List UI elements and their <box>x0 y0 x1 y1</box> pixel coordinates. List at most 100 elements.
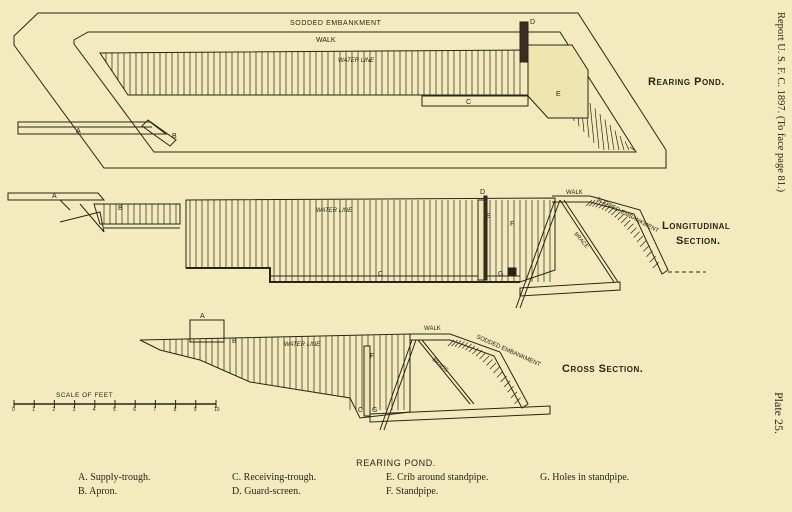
long-supply-trough <box>7 192 106 201</box>
cross-marker-f: F <box>370 353 374 360</box>
long-brace <box>515 199 619 309</box>
cross-embank-hatch-line <box>482 355 490 363</box>
long-marker-d: D <box>480 189 485 196</box>
cross-title: Cross Section. <box>562 363 644 375</box>
longitudinal-view <box>7 192 706 309</box>
scale-ticks <box>13 400 217 408</box>
plan-bank-hatch-line <box>609 124 615 151</box>
legend-item-f: F. Standpipe. <box>386 486 439 497</box>
plan-walk-label: Walk <box>316 37 336 44</box>
scale-label: Scale of Feet <box>56 392 113 399</box>
cross-embank-hatch-line <box>458 341 465 348</box>
long-embank-hatch-line <box>588 199 596 207</box>
long-embank-hatch-line <box>595 201 602 208</box>
plan-marker-d: D <box>530 19 535 26</box>
plan-bank-hatch-line <box>594 108 600 149</box>
long-embank-hatch-line <box>620 216 628 224</box>
cross-embank-hatch-line <box>475 349 483 357</box>
long-title-line1: Longitudinal <box>662 220 731 232</box>
cross-view <box>139 319 551 431</box>
long-embank-hatch-line <box>614 211 621 218</box>
long-ground-line <box>8 199 180 229</box>
long-embank-hatch-line <box>646 250 653 257</box>
cross-brace-label: Brace <box>431 357 450 374</box>
side-note: Report U. S. F. C. 1897. (To face page 8… <box>775 12 786 193</box>
long-embank-hatch-line <box>585 199 593 207</box>
scale-tick-label: 4 <box>93 407 96 413</box>
long-hole-g <box>507 267 517 277</box>
plan-view <box>13 12 667 169</box>
plan-bank-hatch-line <box>599 113 605 151</box>
cross-embank-hatch-line <box>493 366 500 374</box>
scale-tick-label: 2 <box>52 407 55 413</box>
long-walk-label: Walk <box>566 190 583 196</box>
plan-bank-hatch-line <box>604 119 610 151</box>
plan-marker-b: B <box>172 133 177 140</box>
cross-embank-hatch-line <box>489 362 497 370</box>
cross-embank-hatch-line <box>486 359 493 366</box>
long-embank-hatch-line <box>630 227 637 234</box>
scale-tick-label: 9 <box>194 407 197 413</box>
long-supply-support <box>59 203 105 233</box>
cross-marker-a: A <box>200 313 205 320</box>
cross-brace <box>379 339 475 431</box>
cross-embank-hatch-line <box>451 339 458 347</box>
long-walk <box>552 195 669 275</box>
cross-supply-trough <box>189 319 225 343</box>
plan-bank-hatch-line <box>619 135 625 151</box>
legend-item-a: A. Supply-trough. <box>78 472 151 483</box>
long-base-beam <box>519 281 621 297</box>
cross-marker-c: C <box>358 407 363 414</box>
plan-bank-hatch-line <box>624 141 630 151</box>
caption-title: Rearing Pond. <box>356 458 436 468</box>
plate-number: Plate 25. <box>772 392 786 434</box>
cross-marker-g: G <box>372 407 377 414</box>
cross-embank-hatch-line <box>472 347 479 355</box>
long-water-line-label: Water Line <box>316 208 353 214</box>
scale-tick-label: 0 <box>12 407 15 413</box>
scale-tick-label: 7 <box>153 407 156 413</box>
cross-embank-hatch-line <box>514 397 521 405</box>
plan-receiving-trough <box>421 95 529 107</box>
long-embank-hatch-line <box>601 203 609 210</box>
long-embank-hatch-line <box>608 206 615 214</box>
cross-water-line-label: Water Line <box>284 342 321 348</box>
long-water-hatch <box>103 200 551 282</box>
cross-standpipe <box>363 345 371 417</box>
long-embank-hatch-line <box>627 223 634 230</box>
scale-tick-label: 1 <box>32 407 35 413</box>
long-marker-b: B <box>118 205 123 212</box>
legend-item-d: D. Guard-screen. <box>232 486 301 497</box>
cross-walk <box>410 333 529 409</box>
legend-item-g: G. Holes in standpipe. <box>540 472 630 483</box>
long-embankment-label: Sodded Embankment <box>595 196 660 234</box>
cross-embank-hatch-line <box>500 375 507 383</box>
plan-walk-outline <box>73 31 637 153</box>
cross-embank-hatch-line <box>468 345 476 353</box>
long-embank-hatch-line <box>623 219 631 227</box>
long-embank-hatch-line <box>633 231 640 238</box>
long-standpipe <box>477 199 485 281</box>
long-pond-outline <box>185 197 556 283</box>
cross-embank-hatch-line <box>461 342 469 349</box>
plan-marker-a: A <box>76 128 81 135</box>
plan-bank-hatch-line <box>629 146 635 151</box>
long-marker-c: C <box>378 271 383 278</box>
plan-marker-e: E <box>556 91 561 98</box>
long-embank-hatch-line <box>636 235 644 243</box>
cross-embank-hatch-line <box>510 391 518 399</box>
cross-embank-hatch-line <box>454 340 462 347</box>
scale-tick-label: 5 <box>113 407 116 413</box>
long-marker-a: A <box>52 193 57 200</box>
legend-item-b: B. Apron. <box>78 486 118 497</box>
plan-pond-outline <box>99 49 529 96</box>
long-guard-screen <box>483 195 488 281</box>
cross-walk-label: Walk <box>424 326 441 332</box>
long-embank-hatch-line <box>604 204 612 212</box>
long-embank-hatch-line <box>649 255 656 263</box>
cross-embankment-hatch <box>447 339 521 405</box>
long-embank-hatch-line <box>639 240 647 247</box>
